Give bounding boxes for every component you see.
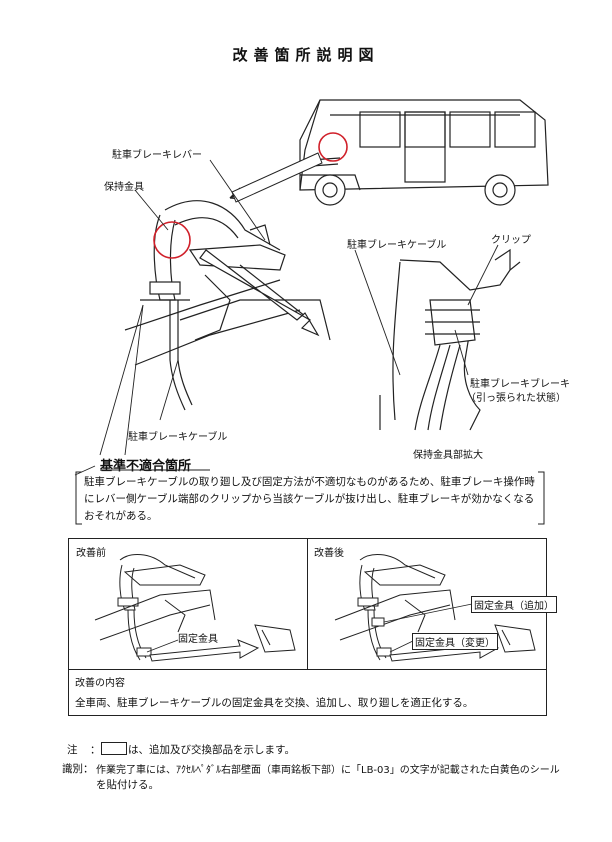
before-fixing-bracket: 固定金具 (178, 634, 218, 645)
label-brake-pulled-1: 駐車ブレーキブレーキ (470, 379, 570, 390)
label-parking-brake-cable-right: 駐車ブレーキケーブル (347, 240, 447, 251)
legend-swatch (101, 742, 127, 755)
after-fixing-bracket-changed: 固定金具（変更） (412, 633, 498, 650)
label-bracket-enlarged: 保持金具部拡大 (413, 450, 483, 461)
page-title: 改善箇所説明図 (232, 46, 380, 64)
label-parking-brake-lever: 駐車ブレーキレバー (112, 150, 202, 161)
label-clip: クリップ (491, 235, 531, 246)
id-text-1: 作業完了車には、ｱｸｾﾙﾍﾟﾀﾞﾙ右部壁面（車両銘板下部）に「LB-03」の文字… (96, 765, 560, 776)
note-text: は、追加及び交換部品を示します。 (128, 744, 295, 756)
label-parking-brake-cable-left: 駐車ブレーキケーブル (128, 432, 228, 443)
id-text-2: を貼付ける。 (96, 779, 159, 791)
improvement-box (68, 669, 547, 716)
id-label: 識別： (62, 763, 94, 775)
note-colon: ： (90, 744, 101, 756)
label-holding-bracket: 保持金具 (104, 182, 144, 193)
before-label: 改善前 (76, 548, 106, 559)
improvement-heading: 改善の内容 (75, 678, 125, 689)
label-brake-pulled-2: （引っ張られた状態） (466, 393, 566, 404)
after-fixing-bracket-added: 固定金具（追加） (471, 596, 557, 613)
after-label: 改善後 (314, 548, 344, 559)
improvement-text: 全車両、駐車ブレーキケーブルの固定金具を交換、追加し、取り廻しを適正化する。 (75, 697, 474, 709)
nonconformity-text: 駐車ブレーキケーブルの取り廻し及び固定方法が不適切なものがあるため、駐車ブレーキ… (84, 476, 535, 522)
note-label: 注 (67, 744, 78, 756)
